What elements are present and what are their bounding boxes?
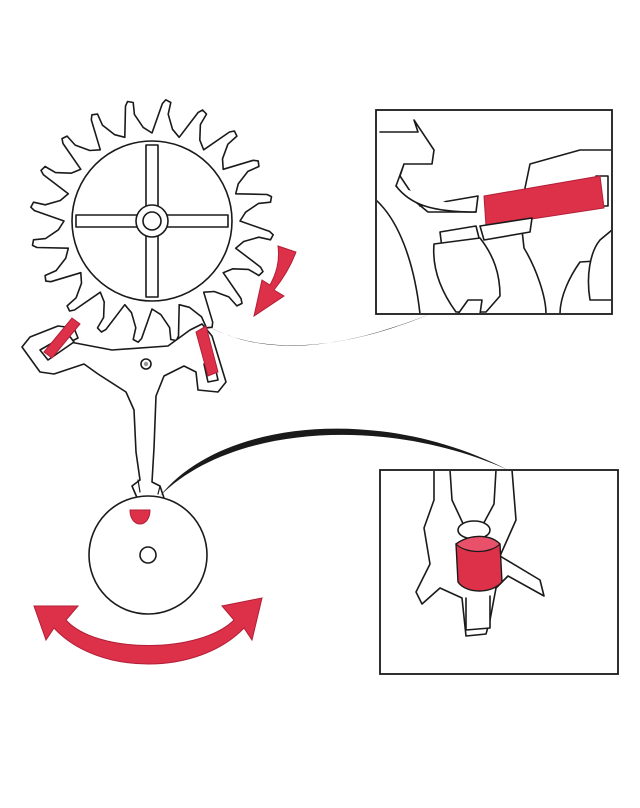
inset-pallet-jewel bbox=[483, 175, 605, 227]
pallet-fork-body bbox=[21, 323, 227, 501]
escape-wheel-arbor bbox=[142, 211, 162, 231]
connector-bottom bbox=[160, 428, 508, 496]
entry-pallet-jewel bbox=[43, 317, 81, 359]
inset-impulse-detail bbox=[379, 469, 619, 675]
escape-wheel-spokes bbox=[75, 144, 229, 298]
balance-wheel bbox=[88, 495, 208, 615]
inset-pallet-detail bbox=[375, 109, 613, 315]
balance-oscillation-arrow bbox=[33, 597, 263, 665]
balance-staff bbox=[139, 546, 157, 564]
escape-wheel bbox=[30, 99, 274, 343]
impulse-jewel bbox=[129, 509, 151, 525]
escape-wheel-rotation-arrow bbox=[253, 245, 297, 318]
exit-pallet-jewel bbox=[195, 325, 219, 377]
pallet-fork bbox=[21, 317, 227, 501]
connector-top bbox=[204, 314, 430, 346]
